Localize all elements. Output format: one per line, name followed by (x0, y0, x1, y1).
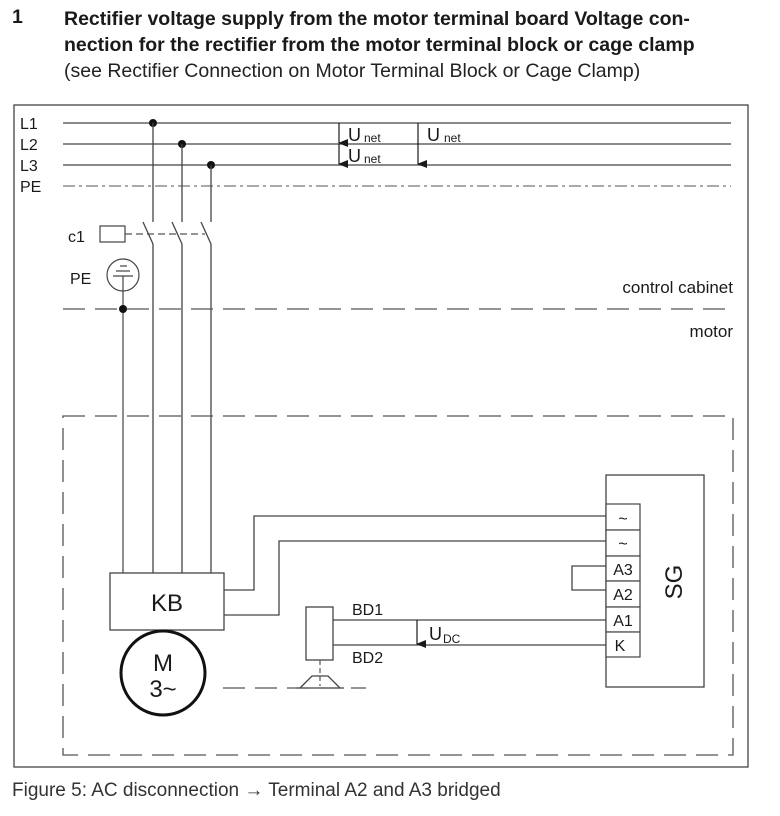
terminal-ac-2 (605, 529, 641, 557)
section-number: 1 (12, 6, 23, 28)
motor-phase-label: 3~ (149, 676, 176, 703)
motor-symbol (119, 629, 207, 717)
terminal-label: A2 (613, 587, 633, 604)
voltage-symbol: U (348, 146, 361, 166)
terminal-a1 (605, 606, 641, 633)
voltage-label-l1-l2: U net (348, 125, 381, 145)
contact-blade-l2 (171, 221, 183, 245)
voltage-subscript: net (364, 152, 381, 166)
supply-lines (63, 122, 731, 187)
terminal-label: A3 (613, 562, 633, 579)
terminal-label: K (615, 638, 626, 655)
terminal-label: ~ (618, 536, 627, 553)
rectifier-ac-supply (224, 515, 606, 616)
voltage-symbol: U (429, 624, 442, 644)
section-title-line-2: nection for the rectifier from the motor… (64, 34, 695, 56)
voltage-symbol: U (348, 125, 361, 145)
terminal-a3 (605, 555, 641, 582)
voltage-label-dc: U DC (429, 624, 461, 646)
section-title: Rectifier voltage supply from the motor … (64, 6, 780, 58)
section-subtitle: (see Rectifier Connection on Motor Termi… (64, 60, 641, 82)
voltage-symbol: U (427, 125, 440, 145)
pe-ground-label: PE (70, 271, 91, 288)
protective-earth-icon (106, 258, 140, 573)
contactor-coil (99, 225, 126, 243)
ac-wire-1 (224, 515, 606, 591)
brake-label-bd1: BD1 (352, 602, 383, 619)
label-l1: L1 (20, 116, 38, 133)
rectifier-label: SG (661, 565, 688, 600)
diagram-frame (13, 104, 749, 768)
contactor-label: c1 (68, 229, 85, 246)
voltage-label-l2-l3: U net (348, 146, 381, 166)
voltage-subscript: net (444, 131, 461, 145)
phase-conductors (142, 123, 212, 573)
contact-blade-l3 (200, 221, 212, 245)
voltage-subscript: DC (443, 632, 461, 646)
terminal-k (605, 631, 641, 658)
terminal-board-label: KB (151, 590, 183, 617)
bridge-a2-a3 (571, 565, 606, 591)
motor-label: M (153, 650, 173, 677)
zone-label-cabinet: control cabinet (622, 278, 733, 297)
motor-boundary (62, 415, 734, 756)
label-l2: L2 (20, 137, 38, 154)
rectifier-terminal-strip: ~ ~ A3 A2 A1 K (605, 503, 641, 658)
label-l3: L3 (20, 158, 38, 175)
terminal-label: A1 (613, 613, 633, 630)
terminal-a2 (605, 580, 641, 608)
terminal-ac-1 (605, 503, 641, 531)
voltage-subscript: net (364, 131, 381, 145)
ac-wire-2 (224, 540, 606, 616)
brake-label-bd2: BD2 (352, 650, 383, 667)
brake-coil (305, 606, 334, 661)
section-title-line-1: Rectifier voltage supply from the motor … (64, 8, 690, 30)
terminal-label: ~ (618, 511, 627, 528)
contact-blade-l1 (142, 221, 154, 245)
zone-label-motor: motor (690, 322, 734, 341)
label-pe: PE (20, 179, 41, 196)
junction-dot-pe (119, 305, 127, 313)
figure-caption: Figure 5: AC disconnection → Terminal A2… (12, 780, 501, 801)
voltage-label-l1-l3: U net (427, 125, 461, 145)
